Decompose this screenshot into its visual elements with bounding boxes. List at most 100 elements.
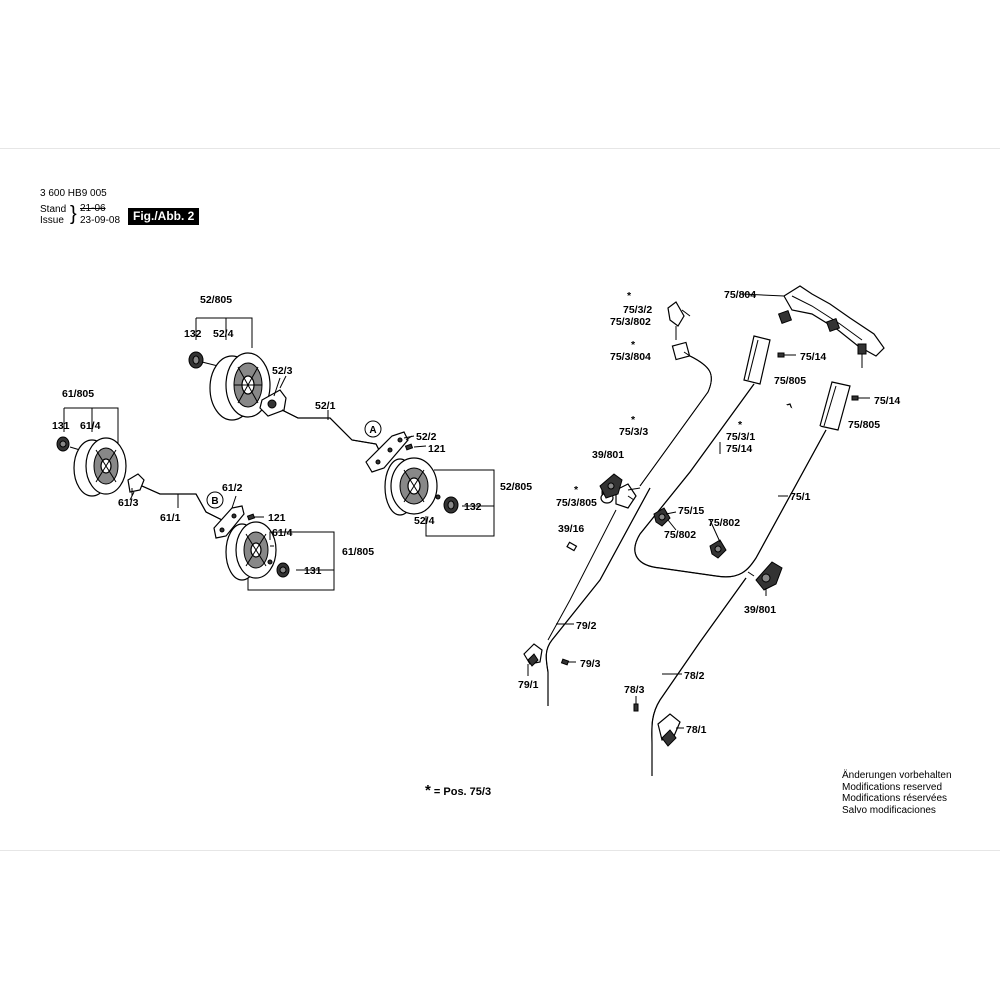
screw-75-14-top	[777, 352, 785, 358]
label-52-4-right: 52/4	[414, 515, 435, 527]
label-75-804: 75/804	[724, 289, 756, 301]
label-61-4-top: 61/4	[80, 420, 101, 432]
label-52-1: 52/1	[315, 400, 336, 412]
screw-75-14-right	[851, 395, 859, 401]
note-de: Änderungen vorbehalten	[842, 770, 952, 781]
label-121-bottom: 121	[268, 512, 286, 524]
grip-75-805-right	[819, 381, 851, 431]
clip-75-802	[709, 539, 727, 559]
bottom-divider	[0, 850, 1000, 851]
doc-number: 3 600 HB9 005	[40, 188, 107, 199]
label-75-3-802: 75/3/802	[610, 316, 651, 328]
control-bar-75-804	[777, 285, 885, 368]
hub-cap-132-right	[435, 494, 459, 514]
knob-39-801-right	[747, 561, 783, 591]
figure-label: Fig./Abb. 2	[128, 208, 200, 225]
label-78-2: 78/2	[684, 670, 705, 682]
clip-75-15	[653, 507, 671, 527]
knob-39-801-left	[599, 473, 623, 499]
hub-cap-131-bottom	[267, 559, 290, 578]
label-39-801-right: 39/801	[744, 604, 776, 616]
callout-a-letter: A	[369, 425, 376, 436]
label-131-top: 131	[52, 420, 70, 432]
brace: }	[70, 203, 77, 225]
label-79-1: 79/1	[518, 679, 539, 691]
screw-121-top	[404, 443, 414, 451]
disclaimer-notes: Änderungen vorbehalten Modifications res…	[842, 770, 952, 816]
star-75-3-1: *	[738, 419, 743, 431]
label-39-801-left: 39/801	[592, 449, 624, 461]
bracket-52-2	[365, 431, 415, 473]
callout-b-letter: B	[211, 496, 218, 507]
star-75-3-804: *	[631, 339, 636, 351]
label-75-14-mid: 75/14	[726, 443, 752, 455]
part-labels: 52/805 132 52/4 52/3 52/1 52/2 121 52/80…	[52, 289, 900, 736]
note-es: Salvo modificaciones	[842, 804, 936, 816]
screw-79-3	[560, 658, 570, 666]
pin-39-16	[566, 541, 578, 552]
clamp-78-1	[657, 713, 681, 747]
legend: * = Pos. 75/3	[425, 782, 491, 799]
label-78-1: 78/1	[686, 724, 707, 736]
bracket-61-805-bottom	[247, 531, 335, 591]
label-75-3-2: 75/3/2	[623, 304, 652, 316]
star-75-3-805: *	[574, 484, 579, 496]
hub-cap-131-top	[56, 436, 81, 452]
label-132-top: 132	[184, 328, 202, 340]
connector-75-3-804	[671, 341, 691, 361]
hub-61-3	[127, 473, 145, 501]
callout-b: B	[206, 491, 224, 509]
clamp-79-1	[523, 643, 543, 667]
label-61-3: 61/3	[118, 497, 139, 509]
bracket-52-805-top	[195, 317, 253, 348]
hub-cap-132-top	[188, 351, 219, 369]
legend-star: *	[425, 782, 431, 799]
wheel-61-805-left	[73, 437, 127, 497]
label-75-3-805: 75/3/805	[556, 497, 597, 509]
cable-75-3-3	[639, 355, 712, 487]
label-61-4-bottom: 61/4	[272, 527, 293, 539]
star-75-3-2: *	[627, 290, 632, 302]
star-75-3-3: *	[631, 414, 636, 426]
note-fr: Modifications réservées	[842, 793, 948, 804]
stand-label: Stand	[40, 204, 67, 215]
axle-61-1	[141, 485, 223, 521]
old-date: 21-06	[80, 203, 106, 214]
note-en: Modifications reserved	[842, 781, 943, 793]
label-75-805-left: 75/805	[774, 375, 806, 387]
label-75-14-right: 75/14	[874, 395, 900, 407]
issue-label: Issue	[40, 215, 64, 226]
grip-75-805-left	[743, 335, 771, 385]
label-75-802-left: 75/802	[664, 529, 696, 541]
label-79-2: 79/2	[576, 620, 597, 632]
switch-75-3-2	[667, 301, 685, 340]
axle-52-1	[281, 409, 381, 453]
label-75-3-3: 75/3/3	[619, 426, 648, 438]
label-39-16: 39/16	[558, 523, 584, 535]
screw-78-3	[633, 703, 639, 712]
label-132-right: 132	[464, 501, 482, 513]
label-52-2: 52/2	[416, 431, 437, 443]
bracket-61-805-top	[63, 407, 119, 460]
label-61-2: 61/2	[222, 482, 243, 494]
label-78-3: 78/3	[624, 684, 645, 696]
top-divider	[0, 148, 1000, 149]
wheel-52-805-right	[384, 457, 438, 516]
label-131-bottom: 131	[304, 565, 322, 577]
label-75-1: 75/1	[790, 491, 811, 503]
new-date: 23-09-08	[80, 215, 121, 226]
label-61-805-bottom: 61/805	[342, 546, 374, 558]
bracket-61-2	[213, 495, 245, 539]
label-52-805-right: 52/805	[500, 481, 532, 493]
lower-cable	[547, 509, 617, 641]
handle-75-1	[634, 383, 827, 578]
label-52-4-top: 52/4	[213, 328, 234, 340]
callout-a: A	[364, 420, 382, 438]
wheel-61-805-right	[225, 521, 277, 581]
tube-79-2	[545, 487, 651, 706]
wheel-52-805-top	[209, 352, 271, 421]
label-75-802-right: 75/802	[708, 517, 740, 529]
bracket-52-805-right	[425, 469, 495, 537]
label-75-14-top: 75/14	[800, 351, 826, 363]
